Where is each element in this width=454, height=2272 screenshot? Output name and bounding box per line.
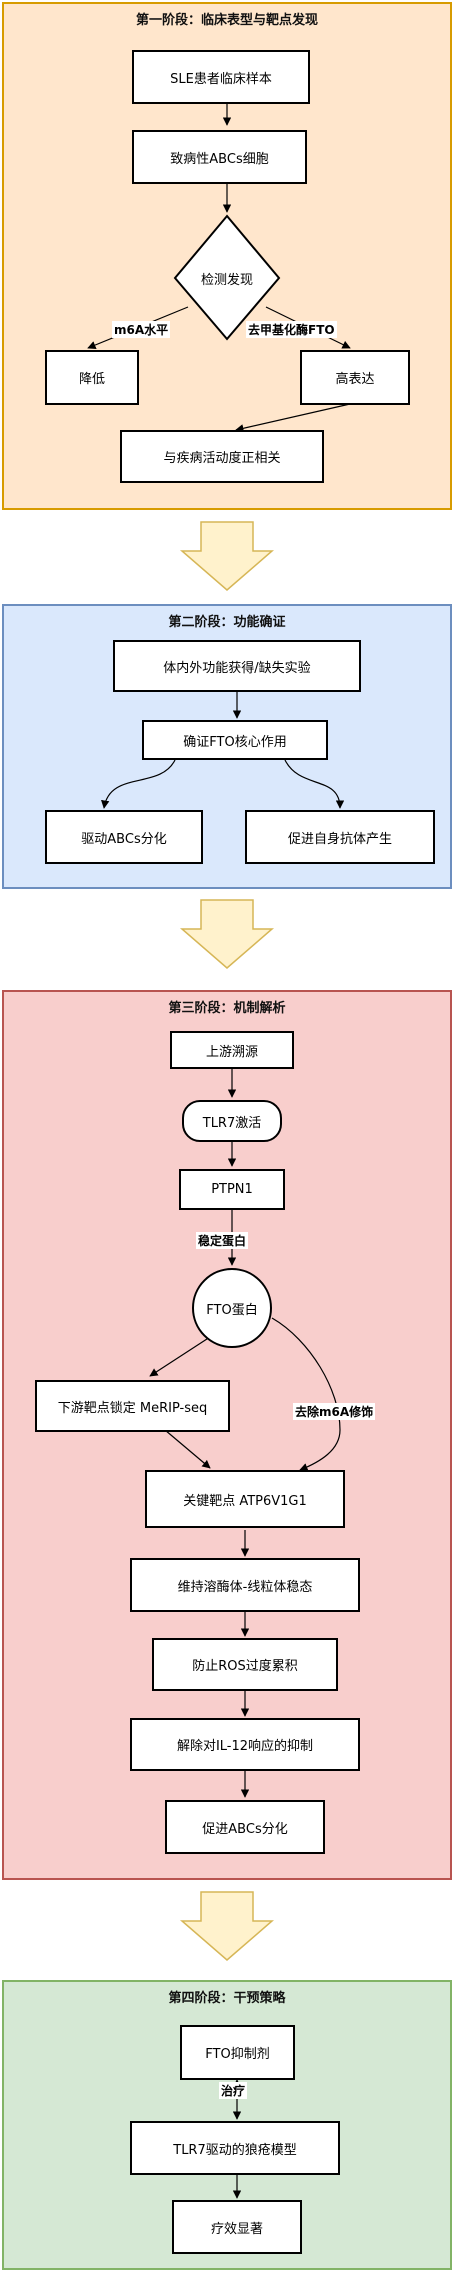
detect-label: 检测发现 [200,273,253,288]
transition-arrow-2 [179,899,275,969]
low-node: 降低 [45,350,139,405]
sle-sample-node: SLE患者临床样本 [132,50,310,104]
fto-protein-node: FTO蛋白 [192,1268,272,1348]
upstream-node: 上游溯源 [170,1031,294,1069]
il12-node: 解除对IL-12响应的抑制 [130,1718,360,1771]
stage1-title: 第一阶段：临床表型与靶点发现 [135,13,318,28]
stabilize-protein-label: 稳定蛋白 [196,1232,249,1249]
remove-m6a-label: 去除m6A修饰 [293,1403,376,1420]
fto-demethylase-label: 去甲基化酶FTO [246,321,337,338]
stage2-title: 第二阶段：功能确证 [168,615,286,630]
m6a-level-label: m6A水平 [112,321,171,338]
high-expression-node: 高表达 [300,350,410,405]
transition-arrow-3 [179,1891,275,1961]
lupus-model-node: TLR7驱动的狼疮模型 [130,2121,340,2175]
ros-node: 防止ROS过度累积 [152,1638,338,1691]
transition-arrow-1 [179,521,275,591]
stage3-title: 第三阶段：机制解析 [168,1001,286,1016]
disease-correlation-node: 与疾病活动度正相关 [120,430,324,483]
ptpn1-node: PTPN1 [179,1169,285,1210]
confirm-fto-node: 确证FTO核心作用 [142,720,328,760]
abcs-cells-node: 致病性ABCs细胞 [132,130,307,184]
stage4-title: 第四阶段：干预策略 [168,1991,286,2006]
promote-abcs-node: 促进ABCs分化 [165,1800,325,1854]
lysosome-node: 维持溶酶体-线粒体稳态 [130,1558,360,1612]
autoantibody-node: 促进自身抗体产生 [245,810,435,864]
treat-label: 治疗 [219,2082,248,2099]
fto-inhibitor-node: FTO抑制剂 [180,2025,295,2080]
effect-node: 疗效显著 [172,2200,302,2254]
atp6v1g1-node: 关键靶点 ATP6V1G1 [145,1470,345,1528]
tlr7-node: TLR7激活 [182,1100,282,1142]
merip-node: 下游靶点锁定 MeRIP-seq [35,1380,230,1432]
function-experiment-node: 体内外功能获得/缺失实验 [113,640,361,692]
drive-abcs-node: 驱动ABCs分化 [45,810,203,864]
